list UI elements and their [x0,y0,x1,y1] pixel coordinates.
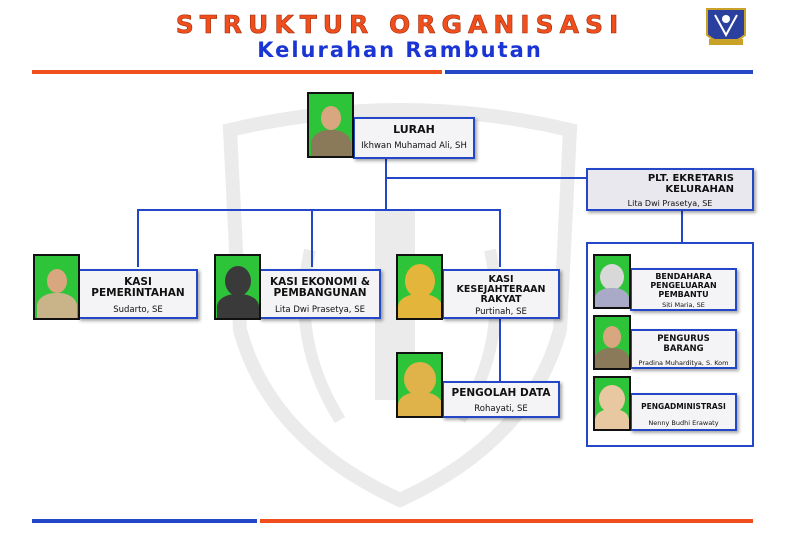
card-lurah: LURAH Ikhwan Muhamad Ali, SH [353,117,475,159]
role-pengurus-barang-2: BARANG [663,344,704,354]
photo-kasi-kesejahteraan [396,254,443,320]
role-pengurus-barang-1: PENGURUS [657,334,710,344]
photo-lurah [307,92,354,158]
card-pengolah-data: PENGOLAH DATA Rohayati, SE [442,381,560,418]
role-kasi-pemerintahan-2: PEMERINTAHAN [91,287,185,299]
role-kasi-pemerintahan-1: KASI [124,276,152,288]
role-sekretaris-2: KELURAHAN [665,184,734,195]
photo-bendahara [593,254,631,309]
staff-panel [586,242,754,447]
kelurahan-emblem-icon [706,8,746,45]
role-lurah: LURAH [393,123,435,136]
connector-kasi-2 [311,209,313,267]
role-pengadministrasi: PENGADMINISTRASI [641,402,726,411]
name-pengurus-barang: Pradina Muharditya, S. Kom [638,359,729,367]
connector-sekretaris-down [681,211,683,243]
role-bendahara-1: BENDAHARA [655,272,712,281]
page-subtitle: Kelurahan Rambutan [257,38,543,62]
role-kasi-kesejahteraan-3: RAKYAT [480,294,522,305]
card-kasi-pemerintahan: KASI PEMERINTAHAN Sudarto, SE [78,269,198,319]
role-bendahara-3: PEMBANTU [658,290,709,299]
connector-kasi-h [137,209,501,211]
card-kasi-ekonomi: KASI EKONOMI & PEMBANGUNAN Lita Dwi Pras… [259,269,381,319]
footer-stripe-blue [32,519,257,523]
connector-sekretaris-h [385,177,588,179]
role-kasi-ekonomi-1: KASI EKONOMI & [269,276,371,288]
name-pengadministrasi: Nenny Budhi Erawaty [648,419,719,427]
connector-kasi-3 [499,209,501,267]
card-kasi-kesejahteraan: KASI KESEJAHTERAAN RAKYAT Purtinah, SE [442,269,560,319]
page-title: STRUKTUR ORGANISASI [175,10,625,40]
card-sekretaris: PLT. EKRETARIS KELURAHAN Lita Dwi Praset… [586,168,754,211]
name-bendahara: Siti Maria, SE [662,301,705,309]
role-kasi-kesejahteraan-1: KASI [488,274,514,285]
role-sekretaris-1: PLT. EKRETARIS [647,173,734,184]
role-pengolah-data: PENGOLAH DATA [451,387,551,399]
name-pengolah-data: Rohayati, SE [474,404,528,414]
role-kasi-kesejahteraan-2: KESEJAHTERAAN [456,284,546,295]
name-kasi-pemerintahan: Sudarto, SE [113,305,163,315]
footer-stripe-orange [260,519,753,523]
role-kasi-ekonomi-2: PEMBANGUNAN [273,287,367,299]
header-stripe-blue [445,70,753,74]
name-sekretaris: Lita Dwi Prasetya, SE [627,199,713,208]
connector-kasi-1 [137,209,139,267]
photo-pengurus-barang [593,315,631,370]
photo-kasi-ekonomi [214,254,261,320]
role-bendahara-2: PENGELUARAN [650,281,717,290]
photo-pengolah-data [396,352,443,418]
card-pengurus-barang: PENGURUS BARANG Pradina Muharditya, S. K… [630,329,737,369]
header-stripe-orange [32,70,442,74]
name-kasi-ekonomi: Lita Dwi Prasetya, SE [275,305,365,315]
name-kasi-kesejahteraan: Purtinah, SE [475,307,527,317]
card-pengadministrasi: PENGADMINISTRASI Nenny Budhi Erawaty [630,393,737,431]
name-lurah: Ikhwan Muhamad Ali, SH [361,141,467,151]
photo-kasi-pemerintahan [33,254,80,320]
connector-lurah-down [385,157,387,211]
card-bendahara: BENDAHARA PENGELUARAN PEMBANTU Siti Mari… [630,268,737,311]
connector-pengolah [499,318,501,382]
photo-pengadministrasi [593,376,631,431]
